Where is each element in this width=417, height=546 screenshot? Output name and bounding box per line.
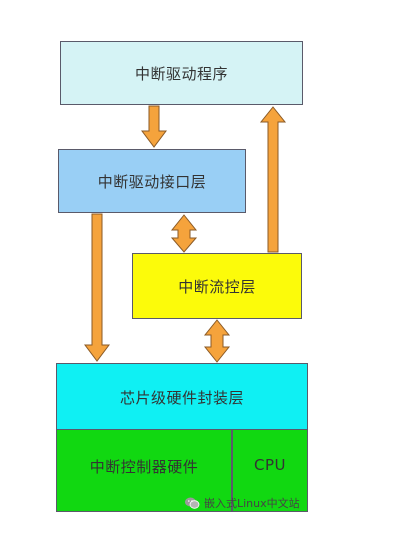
driver-block: 中断驱动程序 xyxy=(60,41,303,105)
hardware-divider xyxy=(231,430,233,511)
interface-block: 中断驱动接口层 xyxy=(58,149,246,213)
arrow-flow-package-double xyxy=(203,319,231,363)
watermark-text: 嵌入式Linux中文站 xyxy=(204,497,300,510)
controller-label: 中断控制器硬件 xyxy=(89,458,199,476)
arrow-flow-to-driver xyxy=(259,106,287,253)
flow-control-label: 中断流控层 xyxy=(178,277,256,296)
interface-label: 中断驱动接口层 xyxy=(97,172,207,191)
arrow-interface-to-package xyxy=(84,213,110,362)
driver-label: 中断驱动程序 xyxy=(134,64,228,83)
hardware-block: 中断控制器硬件 CPU xyxy=(56,429,308,512)
chip-package-label: 芯片级硬件封装层 xyxy=(119,388,244,407)
wechat-icon xyxy=(185,497,200,509)
watermark: 嵌入式Linux中文站 xyxy=(184,493,334,513)
cpu-label: CPU xyxy=(254,456,286,474)
arrow-driver-to-interface xyxy=(141,105,167,148)
chip-package-block: 芯片级硬件封装层 xyxy=(56,363,308,431)
flow-control-block: 中断流控层 xyxy=(132,253,302,319)
arrow-interface-flow-double xyxy=(170,214,198,253)
